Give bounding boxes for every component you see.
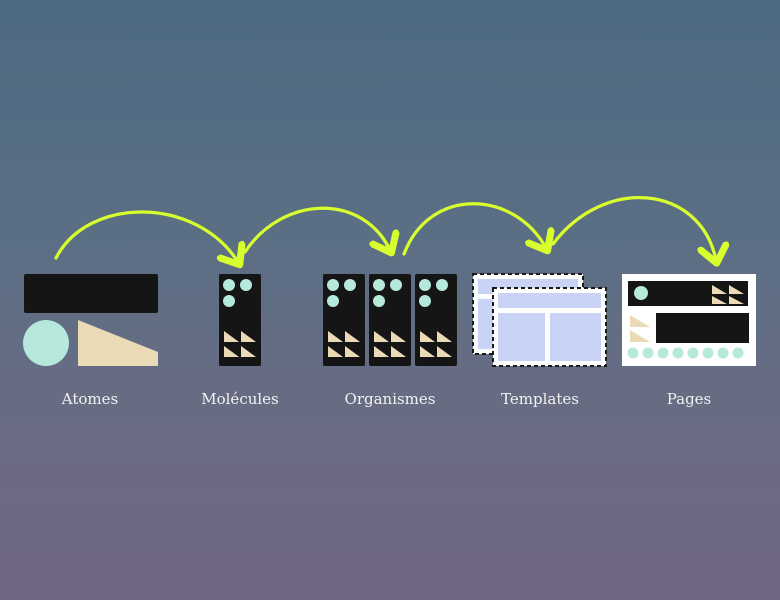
arrow-atoms-to-molecules [54, 210, 238, 262]
stage-label-pages: Pages [666, 390, 712, 408]
arrow-molecules-to-organisms [243, 206, 390, 252]
organism-card-1 [323, 274, 365, 366]
stage-label-organisms: Organismes [344, 390, 436, 408]
atom-circle [23, 320, 69, 366]
arrow-templates-to-pages [551, 196, 716, 260]
atom-bar [24, 274, 158, 313]
atoms-illustration [23, 274, 158, 366]
molecule-illustration [219, 274, 261, 366]
templates-illustration [472, 273, 607, 367]
arrow-organisms-to-templates [402, 202, 546, 256]
page-illustration [622, 274, 756, 366]
organism-card-3 [415, 274, 457, 366]
template-front [492, 287, 607, 367]
organism-illustration [323, 274, 457, 366]
stage-label-atoms: Atomes [61, 390, 119, 408]
atom-triangle [78, 320, 158, 366]
organism-card-2 [369, 274, 411, 366]
stage-label-templates: Templates [501, 390, 579, 408]
stage-label-molecules: Molécules [201, 390, 279, 408]
progression-arrows [54, 196, 716, 262]
